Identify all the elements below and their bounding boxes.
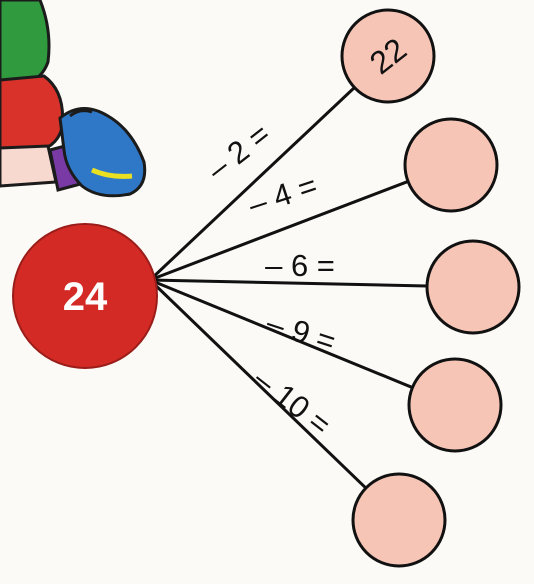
connector-line	[149, 278, 428, 288]
answer-circle	[407, 357, 503, 453]
connector-line	[148, 278, 367, 490]
answer-circle	[351, 472, 447, 568]
center-circle: 24	[12, 223, 158, 369]
operation-label: – 4 =	[244, 168, 321, 223]
operation-label: – 9 =	[263, 305, 340, 360]
answer-circle	[403, 117, 499, 213]
center-number: 24	[63, 275, 108, 319]
operation-label: – 10 =	[247, 361, 337, 442]
cartoon-child-illustration	[0, 0, 147, 198]
answer-circles: 22	[340, 8, 521, 568]
connector-line	[148, 86, 356, 282]
answer-circle	[340, 8, 436, 104]
connector-line	[149, 278, 414, 389]
connector-lines	[148, 86, 428, 490]
answer-circle	[425, 239, 521, 335]
connector-line	[149, 180, 409, 282]
operation-label: – 6 =	[265, 248, 335, 283]
operation-label: – 2 =	[200, 116, 277, 187]
